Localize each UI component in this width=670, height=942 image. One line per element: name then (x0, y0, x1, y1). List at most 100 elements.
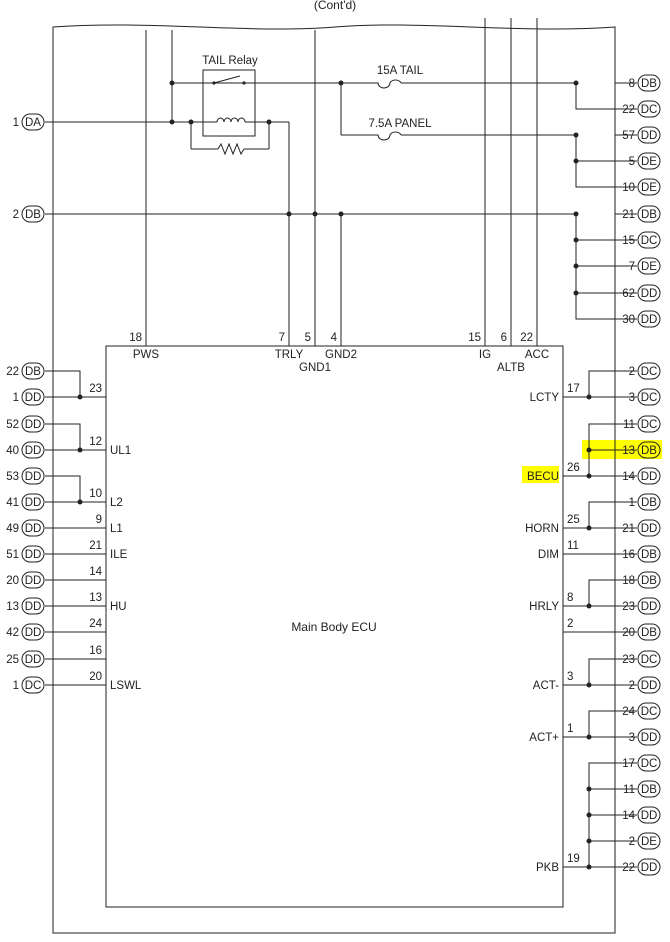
right-connector-24-dc: DC 24 (622, 702, 661, 720)
right-connector-3-dd-pin: 3 (629, 732, 635, 744)
right-connector-23-dd-pin: 23 (622, 601, 635, 613)
left-connector-1-dd-id: DD (25, 392, 42, 404)
left-pin-21: 21 (89, 540, 102, 552)
right-connector-57-dd-pin: 57 (622, 130, 635, 142)
left-connector-42-dd-id: DD (25, 627, 42, 639)
left-pin-label-lswl: LSWL (110, 680, 142, 692)
left-connector-41-dd-pin: 41 (6, 497, 19, 509)
right-connector-16-db-pin: 16 (622, 549, 635, 561)
left-edge-connector-2-db: DB2 (13, 205, 45, 223)
right-connector-30-dd-id: DD (641, 314, 658, 326)
right-connector-1-db: DB1 (629, 493, 661, 511)
left-connector-41-dd-id: DD (25, 497, 42, 509)
right-connector-23-dc-pin: 23 (622, 654, 635, 666)
top-pin-7: 7 (279, 332, 285, 344)
right-connector-57-dd: DD 57 (622, 126, 661, 144)
right-connector-22-dc-pin: 22 (622, 104, 635, 116)
left-pin-20: 20 (89, 671, 102, 683)
right-connector-23-dd-id: DD (641, 601, 658, 613)
top-pin-label-pws: PWS (133, 349, 160, 361)
right-pin-label-horn: HORN (525, 523, 559, 535)
left-connector-40-dd-pin: 40 (6, 445, 19, 457)
right-pin-11: 11 (567, 540, 579, 552)
fuse-15a (368, 79, 402, 89)
right-connector-24-dc-pin: 24 (622, 706, 635, 718)
right-connector-20-db-pin: 20 (622, 627, 635, 639)
right-connector-2-dc-id: DC (641, 366, 658, 378)
right-connector-17-dc-id: DC (641, 758, 658, 770)
main-body-ecu-box (105, 345, 564, 908)
right-connector-10-de-id: DE (641, 182, 657, 194)
right-connector-10-de: DE 10 (622, 178, 661, 196)
right-connector-2-de: DE2 (629, 832, 661, 850)
left-edge-connector-2-db-pin: 2 (13, 209, 19, 221)
left-edge-connector-1-da: DA1 (13, 113, 45, 131)
right-connector-3-dd: DD3 (629, 728, 661, 746)
right-pin-label-becu: BECU (527, 471, 559, 483)
right-connector-57-dd-id: DD (641, 130, 658, 142)
left-connector-1-dc-pin: 1 (13, 680, 19, 692)
top-pin-22: 22 (520, 332, 533, 344)
left-connector-22-db-id: DB (25, 366, 41, 378)
right-connector-2-dd-id: DD (641, 680, 658, 692)
left-connector-1-dc-id: DC (25, 680, 42, 692)
top-pin-18: 18 (129, 332, 142, 344)
left-connector-13-dd-pin: 13 (6, 601, 19, 613)
right-connector-5-de: DE5 (629, 152, 661, 170)
right-connector-10-de-pin: 10 (622, 182, 635, 194)
right-connector-21-dd-pin: 21 (622, 523, 635, 535)
left-connector-49-dd-pin: 49 (6, 523, 19, 535)
top-pin-label-altb: ALTB (497, 362, 525, 374)
right-connector-5-de-pin: 5 (629, 156, 635, 168)
left-connector-13-dd-id: DD (25, 601, 42, 613)
right-connector-30-dd-pin: 30 (622, 314, 635, 326)
relay-coil (216, 117, 246, 123)
left-pin-label-l2: L2 (110, 497, 123, 509)
top-pin-5: 5 (305, 332, 311, 344)
right-connector-2-dc: DC2 (629, 362, 661, 380)
right-pin-label-pkb: PKB (536, 862, 559, 874)
right-connector-24-dc-id: DC (641, 706, 658, 718)
left-connector-20-dd-id: DD (25, 575, 42, 587)
top-pin-15: 15 (468, 332, 481, 344)
right-connector-1-db-id: DB (641, 497, 657, 509)
right-pin-3: 3 (567, 671, 573, 683)
top-pin-label-gnd2: GND2 (325, 349, 357, 361)
left-pin-9: 9 (96, 514, 102, 526)
right-pin-label-lcty: LCTY (530, 392, 560, 404)
right-connector-14-dd-id: DD (641, 471, 658, 483)
left-connector-41-dd: DD 41 (6, 493, 45, 511)
right-connector-15-dc-pin: 15 (622, 235, 635, 247)
ecu-title: Main Body ECU (291, 620, 376, 634)
junction-dots (77, 80, 592, 870)
right-connector-2-dd-pin: 2 (629, 680, 635, 692)
left-pin-label-ul1: UL1 (110, 445, 131, 457)
fuse-7-5a (368, 131, 402, 141)
top-pin-label-acc: ACC (525, 349, 549, 361)
right-connector-7-de-id: DE (641, 261, 657, 273)
right-pin-25: 25 (567, 514, 580, 526)
right-connector-3-dc-pin: 3 (629, 392, 635, 404)
left-connector-20-dd-pin: 20 (6, 575, 19, 587)
right-connector-62-dd-pin: 62 (622, 288, 635, 300)
right-connector-3-dc-id: DC (641, 392, 658, 404)
left-connector-1-dd: DD1 (13, 388, 45, 406)
right-connector-13-db-pin: 13 (622, 445, 635, 457)
left-pin-label-ile: ILE (110, 549, 128, 561)
